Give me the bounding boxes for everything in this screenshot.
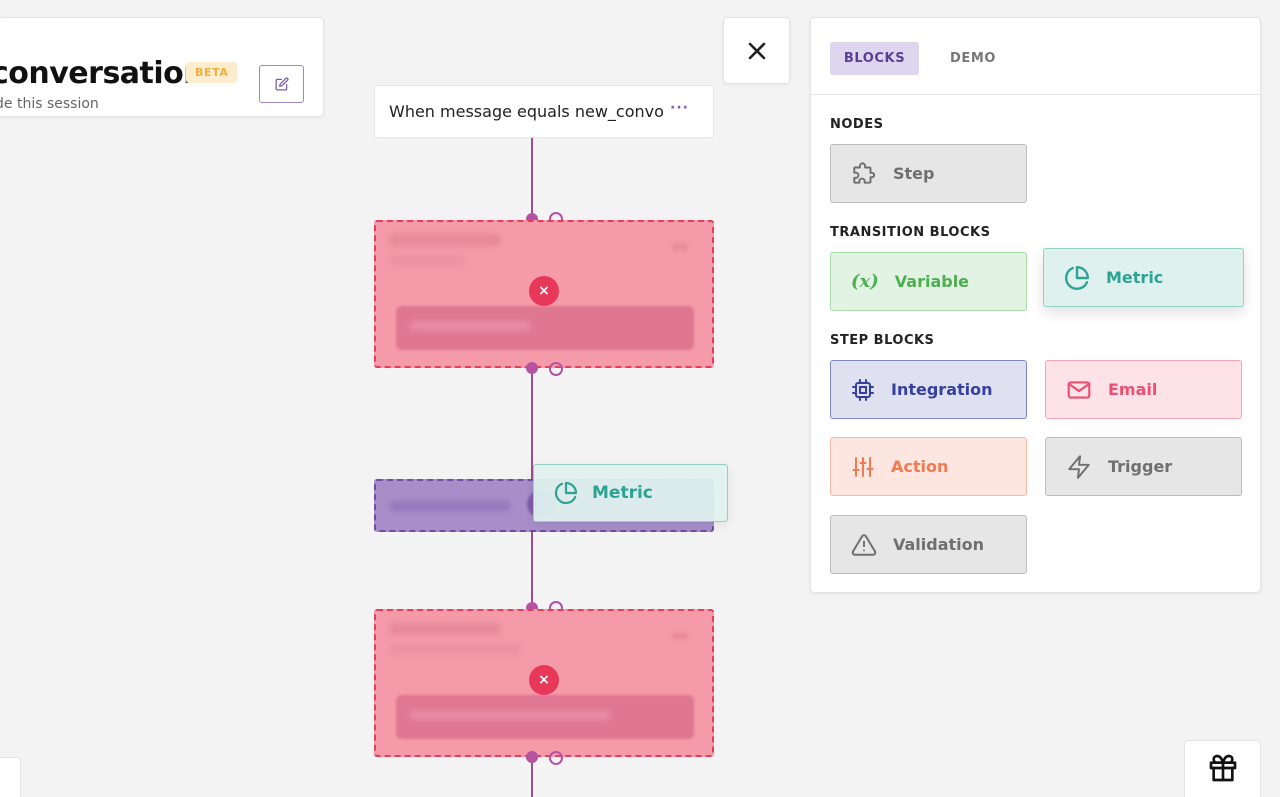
block-variable-label: Variable (894, 272, 970, 291)
block-trigger[interactable]: Trigger (1045, 437, 1242, 496)
block-step[interactable]: Step (830, 144, 1027, 203)
block-integration[interactable]: Integration (830, 360, 1027, 419)
tab-demo[interactable]: DEMO (949, 51, 997, 66)
block-action-label: Action (891, 457, 949, 476)
block-metric-label: Metric (1106, 268, 1164, 287)
edit-icon (275, 77, 289, 91)
gift-button[interactable] (1184, 740, 1261, 797)
lightning-icon (1068, 454, 1090, 479)
blurred-menu (672, 244, 688, 250)
warning-icon (851, 533, 877, 556)
connector-dot[interactable] (526, 751, 538, 763)
block-integration-label: Integration (891, 380, 993, 399)
blurred-step-title (390, 234, 500, 246)
page-subtitle: de this session (0, 96, 99, 112)
dragging-block-label: Metric (592, 483, 653, 503)
blocks-panel: BLOCKS DEMO NODES Step TRANSITION BLOCKS… (810, 17, 1261, 593)
flow-title-card: conversation BETA de this session (0, 17, 324, 117)
error-icon[interactable]: × (529, 276, 559, 306)
block-validation-label: Validation (893, 535, 985, 554)
connector-dot[interactable] (526, 362, 538, 374)
flow-connector-line (531, 138, 533, 221)
blurred-node-label (390, 501, 510, 511)
block-email[interactable]: Email (1045, 360, 1242, 419)
blurred-step-block (396, 306, 694, 350)
section-nodes: NODES (830, 117, 884, 132)
puzzle-icon (853, 161, 876, 184)
trigger-node[interactable]: When message equals new_convo ··· (374, 85, 714, 138)
mail-icon (1067, 380, 1091, 399)
blurred-step-subtitle (390, 645, 520, 654)
block-step-label: Step (893, 164, 935, 183)
variable-icon: (x) (851, 271, 879, 292)
section-transition-blocks: TRANSITION BLOCKS (830, 225, 991, 240)
tab-blocks[interactable]: BLOCKS (830, 42, 919, 75)
more-options-icon[interactable]: ··· (670, 100, 689, 116)
flow-connector-line (531, 757, 533, 797)
block-trigger-label: Trigger (1108, 457, 1173, 476)
bottom-left-widget[interactable] (0, 757, 21, 797)
pie-chart-icon (554, 481, 578, 504)
beta-badge: BETA (186, 62, 238, 83)
error-icon[interactable]: × (529, 665, 559, 695)
edit-title-button[interactable] (259, 65, 304, 103)
blurred-step-title (390, 623, 500, 635)
section-step-blocks: STEP BLOCKS (830, 333, 935, 348)
blurred-step-subtitle (390, 256, 465, 265)
sliders-icon (852, 456, 874, 477)
gift-icon (1209, 754, 1236, 782)
close-icon (748, 42, 765, 59)
flow-connector-line (531, 368, 533, 480)
page-title: conversation (0, 56, 205, 91)
block-metric[interactable]: Metric (1043, 248, 1244, 307)
chip-icon (852, 378, 874, 401)
connector-port[interactable] (549, 751, 563, 765)
block-variable[interactable]: (x) Variable (830, 252, 1027, 311)
trigger-label: When message equals new_convo (389, 102, 664, 121)
block-action[interactable]: Action (830, 437, 1027, 496)
block-validation[interactable]: Validation (830, 515, 1027, 574)
close-button[interactable] (723, 17, 790, 84)
connector-port[interactable] (549, 362, 563, 376)
block-email-label: Email (1108, 380, 1158, 399)
blurred-menu (672, 633, 688, 639)
dragging-metric-block[interactable]: Metric (533, 464, 728, 522)
panel-tabs: BLOCKS DEMO (811, 18, 1260, 95)
flow-connector-line (531, 532, 533, 610)
pie-chart-icon (1065, 265, 1090, 290)
blurred-step-block (396, 695, 694, 739)
